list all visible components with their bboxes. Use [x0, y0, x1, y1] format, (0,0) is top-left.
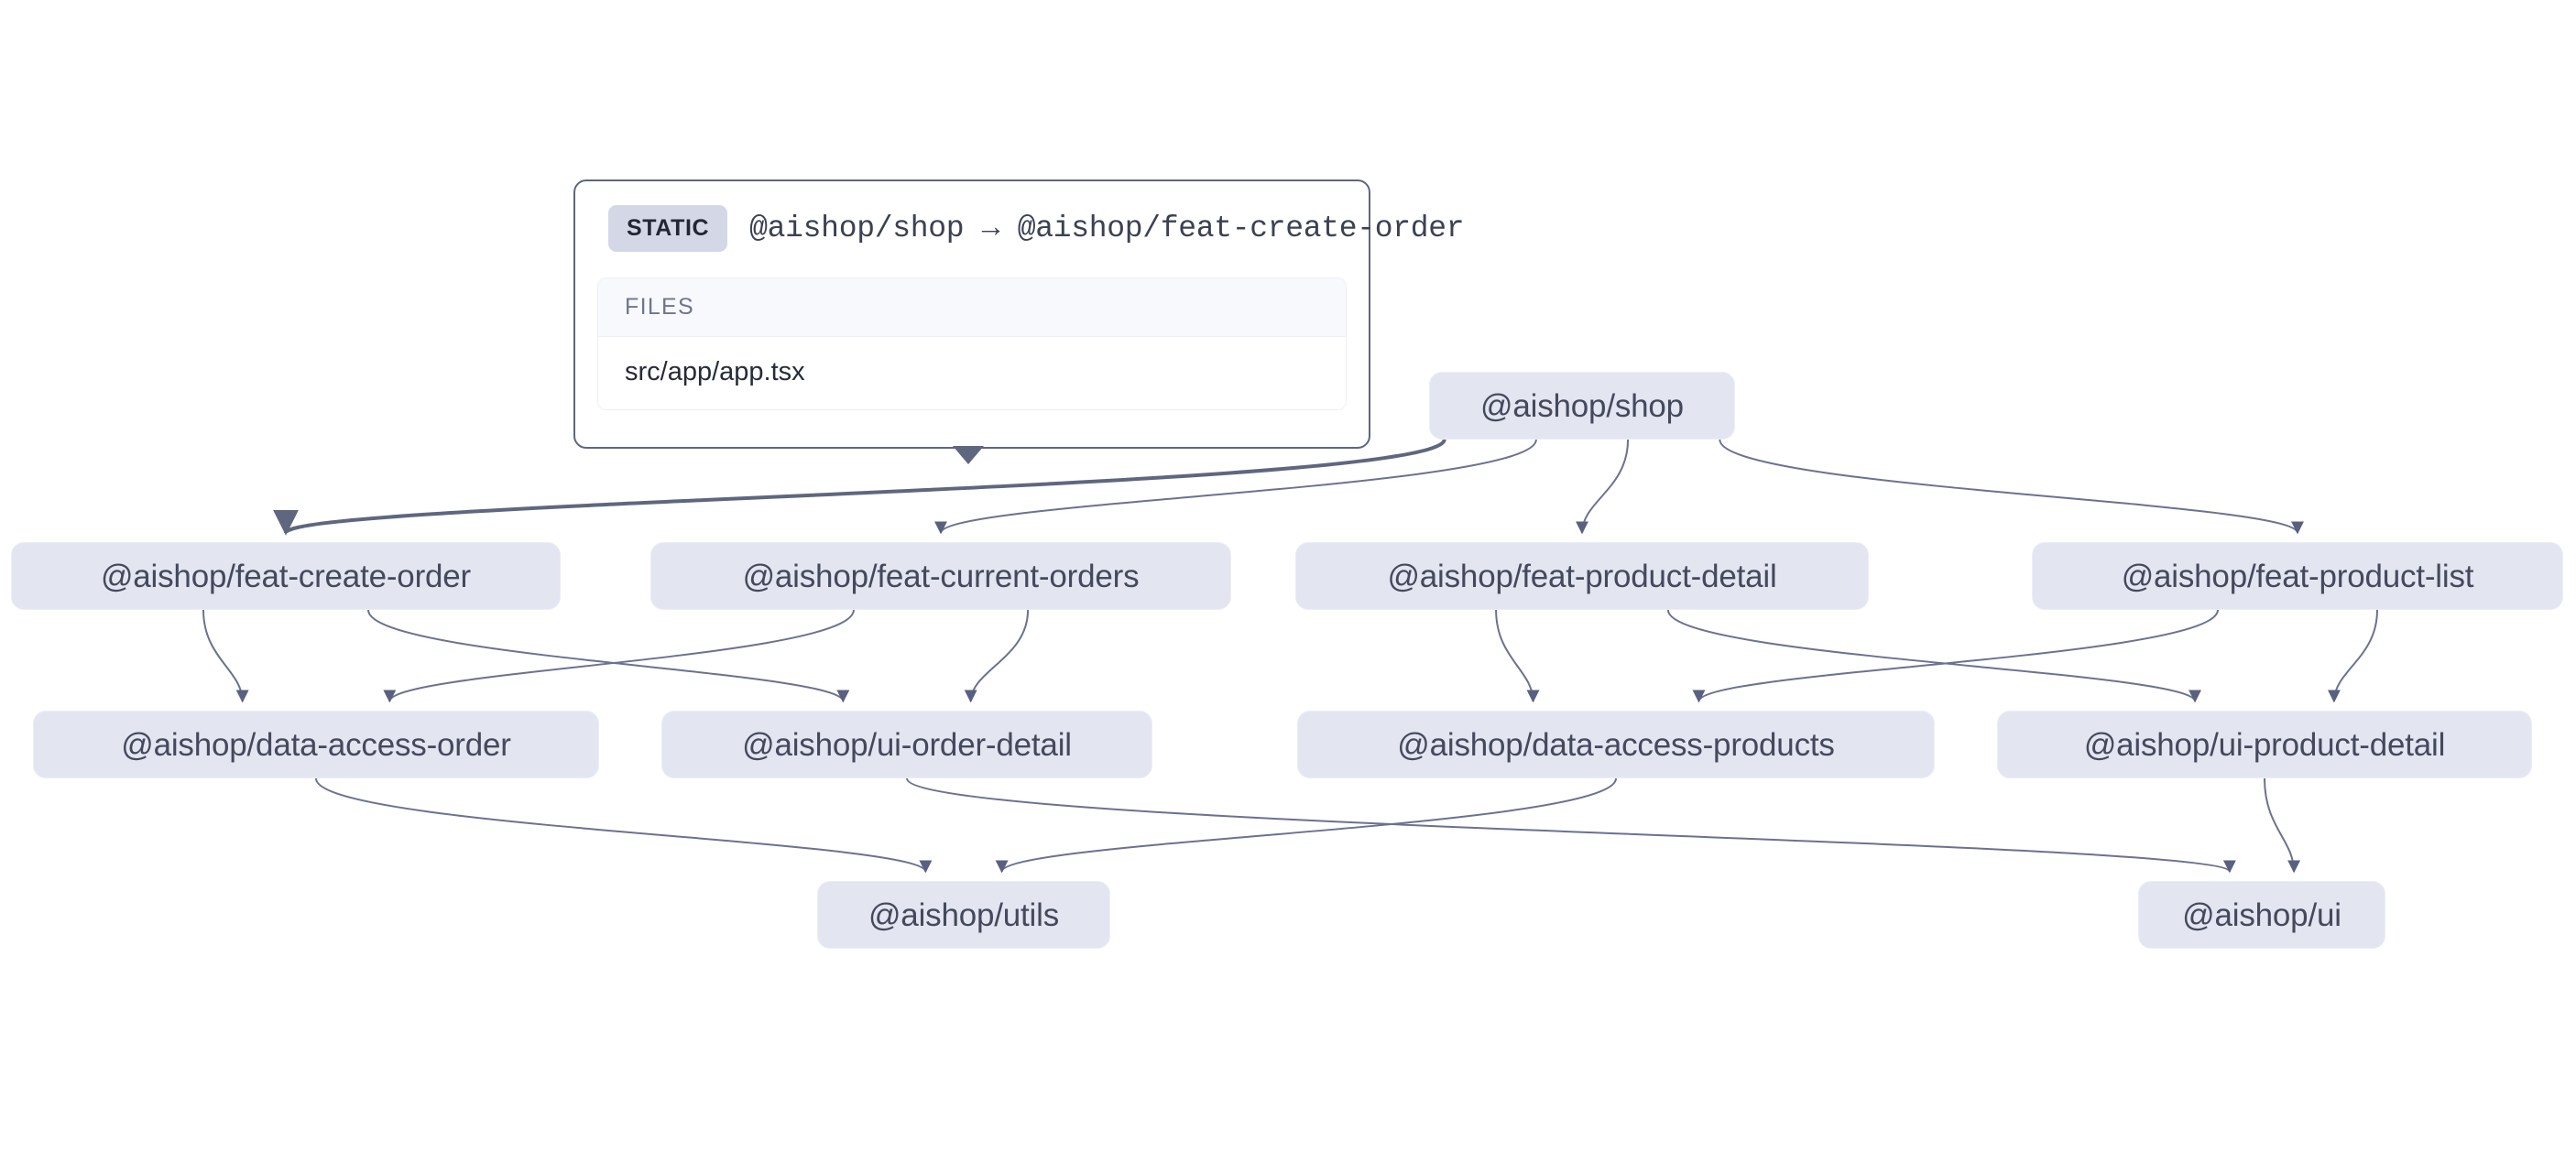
graph-edge-shop-to-feat-product-detail[interactable] — [1576, 439, 1630, 535]
graph-edge-feat-current-orders-to-data-access-order[interactable] — [383, 609, 855, 703]
edge-detail-tooltip[interactable]: STATIC @aishop/shop → @aishop/feat-creat… — [573, 179, 1465, 449]
graph-node-feat-product-detail[interactable]: @aishop/feat-product-detail — [1295, 542, 1869, 610]
graph-edge-feat-create-order-to-ui-order-detail[interactable] — [367, 609, 850, 703]
graph-node-data-access-products[interactable]: @aishop/data-access-products — [1297, 711, 1935, 778]
graph-edge-shop-to-feat-product-list[interactable] — [1719, 439, 2304, 535]
graph-node-label: @aishop/ui-order-detail — [742, 726, 1072, 763]
graph-node-label: @aishop/feat-create-order — [100, 558, 472, 594]
graph-edge-feat-product-detail-to-ui-product-detail[interactable] — [1666, 609, 2201, 703]
graph-node-label: @aishop/data-access-products — [1397, 726, 1835, 763]
graph-node-label: @aishop/shop — [1480, 387, 1684, 424]
files-list: src/app/app.tsx — [598, 337, 1346, 409]
tooltip-title: @aishop/shop → @aishop/feat-create-order — [749, 212, 1465, 245]
graph-node-feat-create-order[interactable]: @aishop/feat-create-order — [11, 542, 561, 610]
graph-edge-feat-product-list-to-ui-product-detail[interactable] — [2327, 609, 2378, 703]
tooltip-pointer — [953, 446, 984, 464]
graph-node-utils[interactable]: @aishop/utils — [817, 881, 1110, 949]
files-section-header: FILES — [598, 278, 1346, 337]
graph-edge-data-access-order-to-utils[interactable] — [315, 777, 933, 874]
graph-edge-feat-product-detail-to-data-access-products[interactable] — [1495, 609, 1540, 703]
graph-edge-ui-order-detail-to-ui[interactable] — [906, 777, 2236, 874]
graph-node-label: @aishop/ui-product-detail — [2083, 726, 2446, 763]
graph-node-label: @aishop/utils — [868, 897, 1060, 933]
graph-node-ui-order-detail[interactable]: @aishop/ui-order-detail — [661, 711, 1152, 778]
graph-edge-shop-to-feat-create-order[interactable] — [273, 439, 1446, 536]
graph-node-label: @aishop/ui — [2182, 897, 2341, 933]
graph-edge-data-access-products-to-utils[interactable] — [995, 777, 1617, 874]
files-panel: FILES src/app/app.tsx — [597, 277, 1347, 410]
graph-edge-feat-current-orders-to-ui-order-detail[interactable] — [964, 609, 1030, 703]
graph-node-label: @aishop/data-access-order — [121, 726, 511, 763]
graph-node-feat-product-list[interactable]: @aishop/feat-product-list — [2032, 542, 2563, 610]
graph-node-ui-product-detail[interactable]: @aishop/ui-product-detail — [1997, 711, 2532, 778]
graph-edge-shop-to-feat-current-orders[interactable] — [934, 439, 1537, 535]
graph-node-shop[interactable]: @aishop/shop — [1429, 372, 1735, 440]
graph-edge-feat-product-list-to-data-access-products[interactable] — [1692, 609, 2219, 703]
graph-node-label: @aishop/feat-product-detail — [1387, 558, 1777, 594]
graph-node-ui[interactable]: @aishop/ui — [2138, 881, 2385, 949]
graph-edge-ui-product-detail-to-ui[interactable] — [2264, 777, 2301, 874]
tooltip-header: STATIC @aishop/shop → @aishop/feat-creat… — [597, 201, 1465, 252]
graph-node-data-access-order[interactable]: @aishop/data-access-order — [33, 711, 599, 778]
graph-node-label: @aishop/feat-current-orders — [742, 558, 1140, 594]
graph-node-feat-current-orders[interactable]: @aishop/feat-current-orders — [650, 542, 1231, 610]
static-badge: STATIC — [608, 205, 728, 252]
file-row[interactable]: src/app/app.tsx — [598, 337, 1346, 409]
graph-edge-feat-create-order-to-data-access-order[interactable] — [202, 609, 249, 703]
graph-node-label: @aishop/feat-product-list — [2121, 558, 2474, 594]
